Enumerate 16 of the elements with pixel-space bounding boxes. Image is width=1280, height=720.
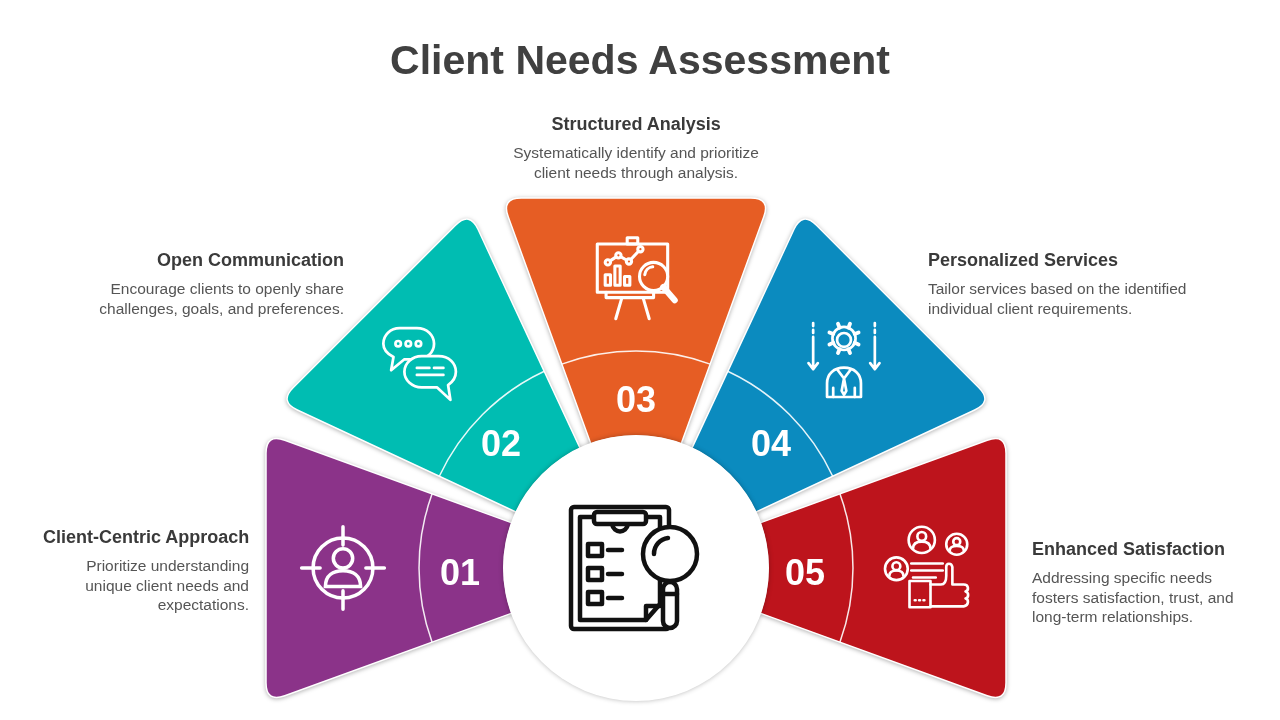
step-description: Systematically identify and prioritize client needs through analysis. [512, 143, 760, 182]
step-heading: Client-Centric Approach [43, 526, 250, 549]
step-number: 04 [751, 426, 792, 462]
step-description: Encourage clients to openly share challenges, goals, and preferences. [98, 279, 344, 318]
step-number: 01 [440, 555, 481, 591]
step-number: 03 [616, 382, 657, 418]
step-description: Addressing specific needs fosters satisfaction, trust, and long-term relationships. [1032, 568, 1235, 627]
step-number: 02 [481, 426, 522, 462]
step-heading: Personalized Services [928, 249, 1119, 272]
step-number: 05 [785, 555, 826, 591]
step-description: Prioritize understanding unique client needs and expectations. [84, 556, 249, 615]
step-description: Tailor services based on the identified individual client requirements. [928, 279, 1188, 318]
step-heading: Structured Analysis [551, 113, 721, 136]
title: Client Needs Assessment [390, 36, 890, 84]
step-heading: Open Communication [157, 249, 344, 272]
step-heading: Enhanced Satisfaction [1032, 538, 1226, 561]
